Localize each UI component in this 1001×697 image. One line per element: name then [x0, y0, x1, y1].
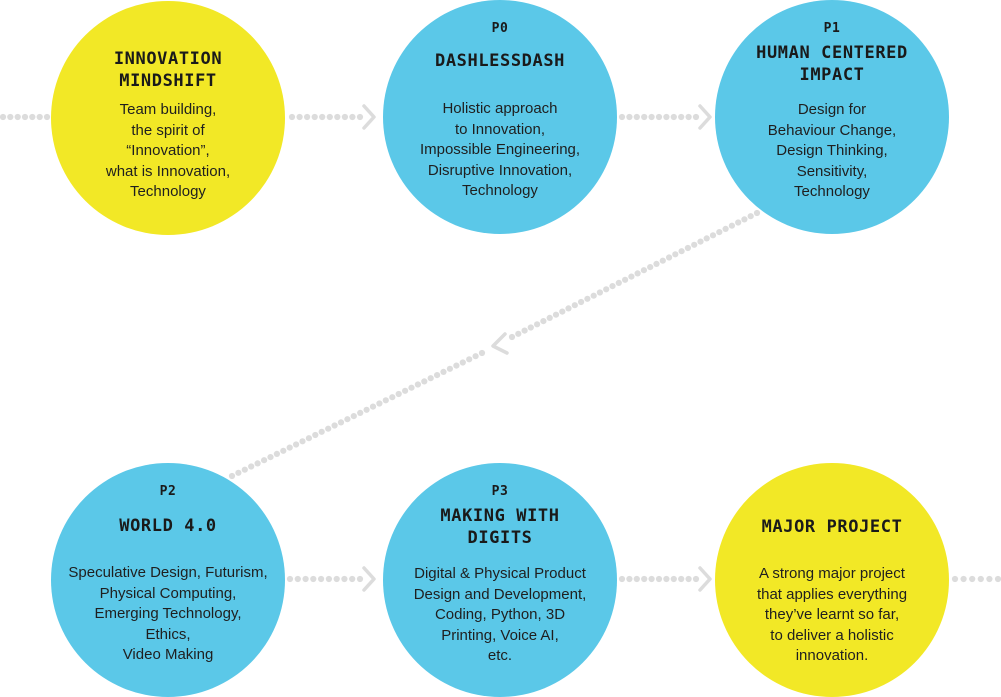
node-title: WORLD 4.0: [119, 516, 217, 536]
node-code: P0: [491, 21, 509, 36]
node-title: MAKING WITH DIGITS: [440, 506, 560, 548]
node-p3-making-with-digits: P3 MAKING WITH DIGITS Digital & Physical…: [383, 463, 617, 697]
node-description: Team building, the spirit of “Innovation…: [105, 101, 231, 200]
node-title: INNOVATION MINDSHIFT: [113, 49, 223, 91]
chevron-right-icon: [698, 104, 712, 130]
node-code: P2: [159, 484, 177, 499]
connector-end: [951, 575, 1001, 583]
connector-mindshift-to-p0: [288, 113, 364, 121]
node-p1-human-centered-impact: P1 HUMAN CENTERED IMPACT Design for Beha…: [715, 0, 949, 234]
node-description: Speculative Design, Futurism, Physical C…: [68, 564, 268, 663]
connector-p1-to-p2-upper: [508, 209, 761, 341]
connector-p0-to-p1: [618, 113, 700, 121]
node-title: MAJOR PROJECT: [761, 517, 903, 537]
node-description: Holistic approach to Innovation, Impossi…: [419, 100, 581, 199]
node-innovation-mindshift: INNOVATION MINDSHIFT Team building, the …: [51, 1, 285, 235]
node-p0-dashlessdash: P0 DASHLESSDASH Holistic approach to Inn…: [383, 0, 617, 234]
node-major-project: MAJOR PROJECT A strong major project tha…: [715, 463, 949, 697]
node-description: A strong major project that applies ever…: [756, 565, 908, 664]
chevron-right-icon: [362, 566, 376, 592]
node-description: Digital & Physical Product Design and De…: [413, 565, 587, 664]
arrow-chevrons: [362, 104, 712, 592]
node-code: P1: [823, 21, 841, 36]
connector-p1-to-p2-lower: [228, 349, 486, 480]
chevron-left-icon: [491, 332, 509, 355]
connector-p3-to-major: [618, 575, 700, 583]
node-p2-world-4-0: P2 WORLD 4.0 Speculative Design, Futuris…: [51, 463, 285, 697]
connector-start: [0, 113, 51, 121]
node-code: P3: [491, 484, 509, 499]
dotted-connectors: [0, 113, 1001, 583]
chevron-right-icon: [362, 104, 376, 130]
node-description: Design for Behaviour Change, Design Thin…: [767, 101, 897, 200]
node-title: DASHLESSDASH: [434, 51, 566, 71]
node-title: HUMAN CENTERED IMPACT: [756, 43, 908, 85]
chevron-right-icon: [698, 566, 712, 592]
connector-p2-to-p3: [286, 575, 364, 583]
